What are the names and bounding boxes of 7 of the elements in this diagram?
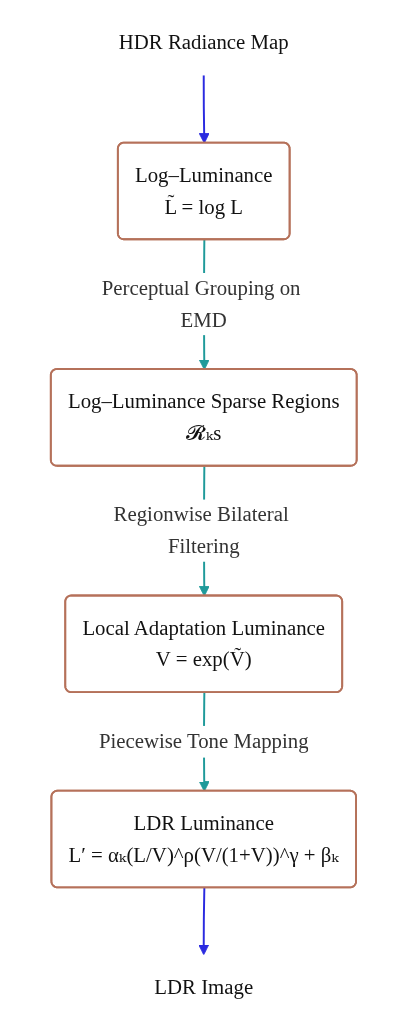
node-text: LDR Image [154,975,253,999]
edge-label: Perceptual Grouping on EMD [101,276,301,332]
edge-label: Piecewise Tone Mapping [98,729,309,753]
edge-label: Regionwise Bilateral Filtering [113,503,289,558]
node-text: HDR Radiance Map [118,30,289,54]
arrow [198,887,209,956]
arrow [198,74,210,144]
